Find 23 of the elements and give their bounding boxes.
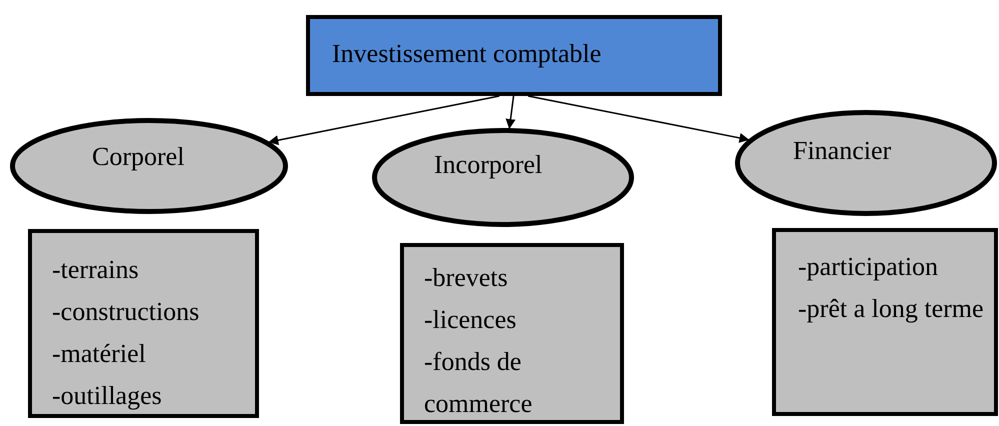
arrow: [528, 95, 750, 143]
category-label: Incorporel: [434, 150, 542, 180]
list-item: -prêt a long terme: [798, 293, 984, 325]
list-item: -brevets: [424, 262, 508, 294]
category-ellipse: [372, 128, 634, 227]
category-ellipse: [10, 118, 288, 214]
item-list-box: [772, 228, 998, 416]
title-text: Investissement comptable: [332, 38, 602, 70]
list-item: -terrains: [52, 254, 139, 286]
arrow: [506, 96, 516, 130]
category-label: Financier: [793, 136, 892, 166]
item-list-box: [400, 243, 624, 424]
list-item: -participation: [798, 251, 938, 283]
list-item: -fonds de commerce: [424, 346, 534, 420]
title-box: [306, 15, 722, 96]
list-item: -licences: [424, 304, 516, 336]
list-item: -outillages: [52, 380, 162, 412]
category-ellipse: [735, 110, 997, 216]
arrow: [268, 95, 500, 146]
list-item: -constructions: [52, 296, 200, 328]
item-list-box: [28, 229, 259, 418]
category-label: Corporel: [92, 142, 184, 172]
list-item: -matériel: [52, 338, 146, 370]
